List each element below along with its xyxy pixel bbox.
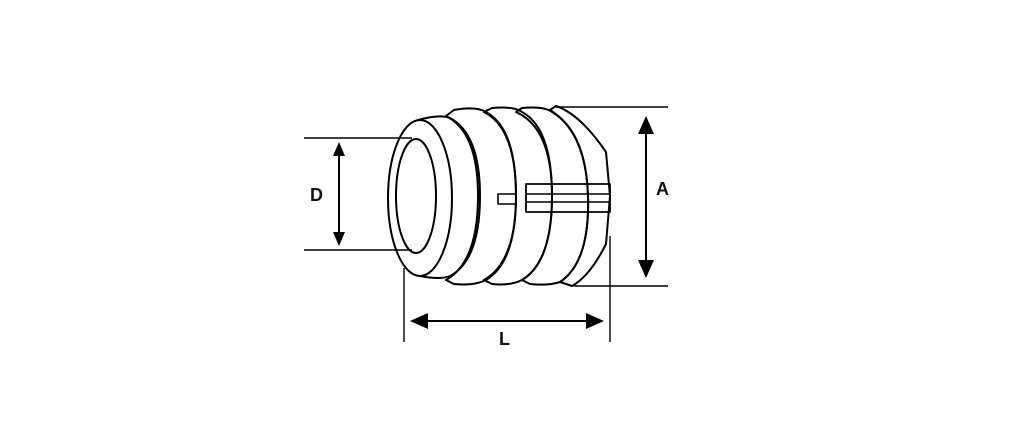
extension-lines [304, 106, 668, 342]
insert-body [387, 105, 611, 287]
a-label: A [656, 179, 669, 199]
thread-ring-2 [483, 106, 553, 286]
a-arrowhead-bottom [638, 260, 654, 278]
drive-slot [497, 183, 611, 213]
front-face-outer [387, 119, 453, 277]
thread-ring-4 [549, 105, 611, 287]
d-arrowhead-top [333, 142, 345, 156]
a-arrowhead-top [638, 116, 654, 134]
front-collar [417, 115, 481, 279]
d-label: D [310, 185, 323, 205]
slot-main [525, 183, 611, 213]
dimension-l: L [410, 313, 604, 349]
l-arrowhead-right [586, 313, 604, 329]
dimension-a: A [638, 116, 669, 278]
l-arrowhead-left [410, 313, 428, 329]
dimension-d: D [310, 142, 345, 246]
slot-small-left [497, 193, 517, 205]
l-label: L [499, 329, 510, 349]
thread-ring-1 [445, 107, 517, 286]
bore-inner [395, 138, 437, 254]
d-arrowhead-bottom [333, 232, 345, 246]
